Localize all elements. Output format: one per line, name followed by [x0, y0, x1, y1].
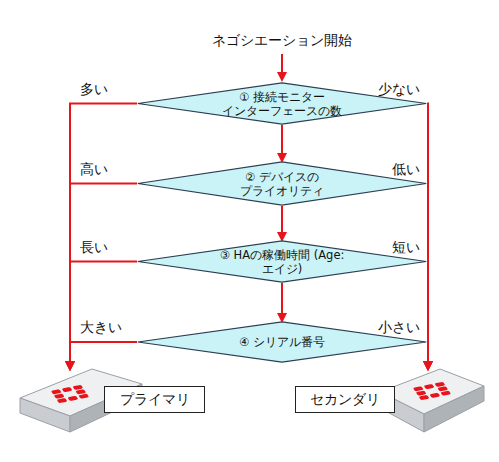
decision-diamond: ② デバイスの プライオリティ	[137, 161, 427, 206]
flow-connector	[70, 262, 137, 370]
criterion-text: ④ シリアル番号	[216, 335, 348, 349]
diamond-shape	[138, 241, 426, 282]
flow-connector	[70, 184, 137, 370]
flow-connector	[70, 342, 137, 369]
branch-label: 小さい	[378, 319, 420, 337]
device-right	[380, 369, 484, 432]
role-label: セカンダリ	[310, 391, 380, 409]
decision-diamond: ③ HAの稼働時間 (Age:エイジ)	[137, 240, 427, 283]
criterion-text: ② デバイスの プライオリティ	[216, 170, 348, 198]
branch-label: 低い	[392, 161, 420, 179]
label-box: プライマリ	[104, 386, 205, 413]
flow-connector	[281, 125, 283, 161]
branch-label: 短い	[392, 239, 420, 257]
start-label: ネゴシエーション開始	[212, 32, 352, 50]
flow-connector	[70, 104, 137, 370]
branch-label: 大きい	[80, 319, 122, 337]
branch-label: 長い	[80, 239, 108, 257]
flow-connector	[427, 184, 428, 370]
label-box: セカンダリ	[295, 386, 395, 413]
flow-connector	[427, 342, 428, 369]
start-arrow	[281, 54, 283, 80]
branch-label: 少ない	[378, 81, 420, 99]
flow-connector	[427, 262, 428, 370]
criterion-text: ③ HAの稼働時間 (Age:エイジ)	[216, 248, 348, 276]
criterion-text: ① 接続モニター インターフェースの数	[216, 90, 348, 118]
flow-connector	[281, 206, 283, 240]
role-label: プライマリ	[120, 391, 190, 409]
diamond-shape	[138, 162, 426, 205]
flow-connector	[281, 283, 283, 321]
flow-connector	[427, 104, 428, 370]
branch-label: 高い	[80, 161, 108, 179]
branch-label: 多い	[80, 81, 108, 99]
